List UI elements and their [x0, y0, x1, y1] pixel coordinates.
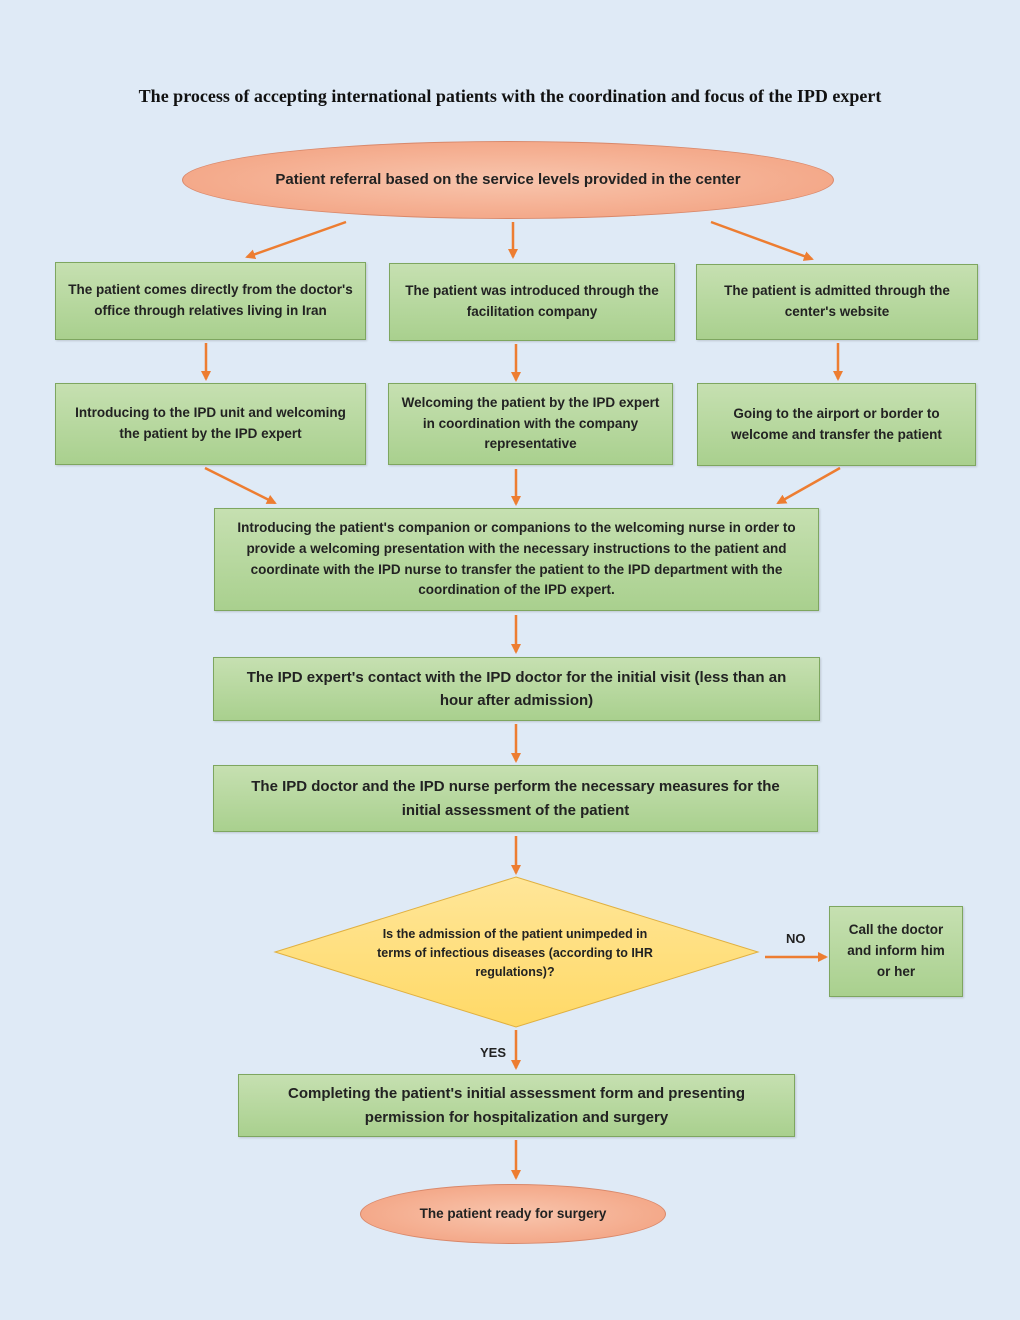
reception-step-airport: Going to the airport or border to welcom…: [697, 383, 976, 466]
arrow-left-merge: [204, 466, 277, 505]
assessment-step: The IPD doctor and the IPD nurse perform…: [213, 765, 818, 832]
no-label: NO: [786, 931, 806, 946]
decision-question: Is the admission of the patient unimpede…: [377, 927, 653, 979]
decision-diamond: [273, 876, 760, 1028]
entry-path-facilitation-company: The patient was introduced through the f…: [389, 263, 675, 341]
arrow-start-right: [710, 220, 814, 261]
start-oval: Patient referral based on the service le…: [182, 141, 834, 219]
arrow-start-left: [245, 220, 347, 260]
reception-step-company: Welcoming the patient by the IPD expert …: [388, 383, 673, 465]
reception-step-ipd-unit: Introducing to the IPD unit and welcomin…: [55, 383, 366, 465]
page-title: The process of accepting international p…: [138, 86, 882, 106]
companion-step: Introducing the patient's companion or c…: [214, 508, 819, 611]
form-step: Completing the patient's initial assessm…: [238, 1074, 795, 1137]
end-oval: The patient ready for surgery: [360, 1184, 666, 1244]
entry-path-doctor-office: The patient comes directly from the doct…: [55, 262, 366, 340]
contact-step: The IPD expert's contact with the IPD do…: [213, 657, 820, 721]
arrow-right-merge: [776, 466, 841, 505]
no-action-call-doctor: Call the doctor and inform him or her: [829, 906, 963, 997]
yes-label: YES: [480, 1045, 507, 1060]
entry-path-website: The patient is admitted through the cent…: [696, 264, 978, 340]
